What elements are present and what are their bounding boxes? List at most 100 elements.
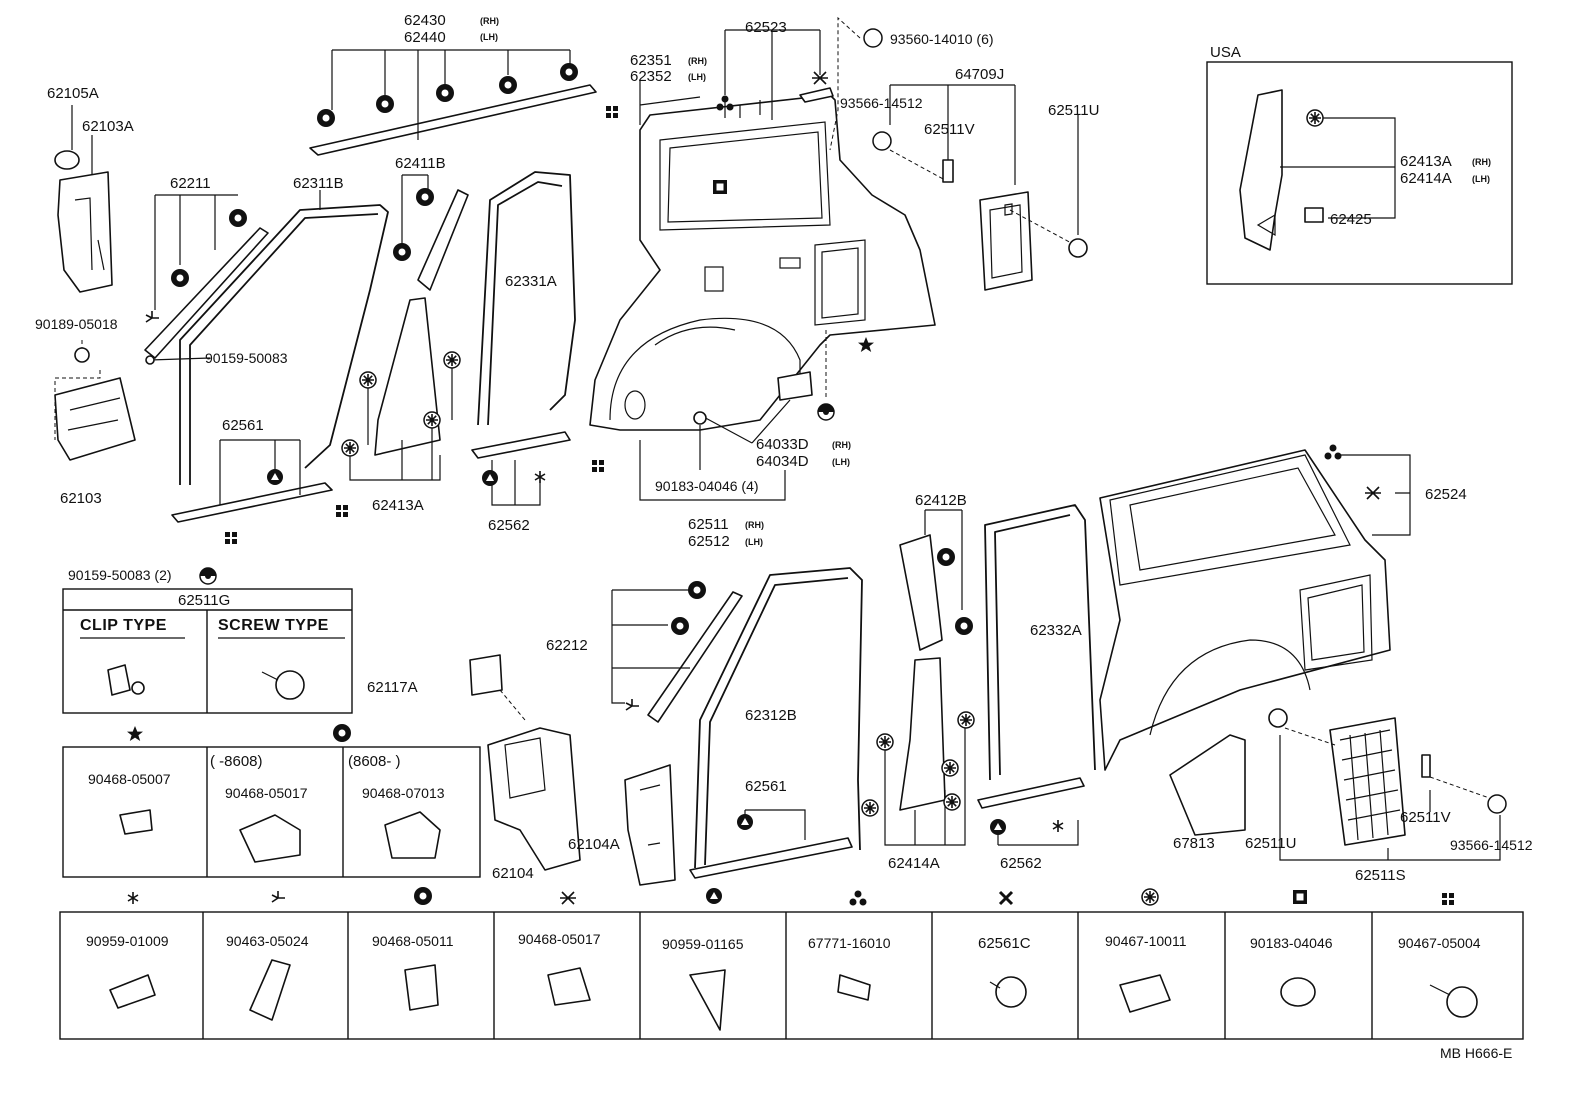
fastener-table-top [62,746,481,878]
grille-62511S [1329,717,1406,846]
label-62352: 62352 [630,68,672,85]
label-62312B: 62312B [745,707,797,724]
clip-62511U-a [1068,238,1088,258]
pillar-62413A [374,297,441,456]
fastener-bottom-1: 90959-01009 [86,933,169,949]
pillar-62414A [899,657,946,811]
label-62103: 62103 [60,490,102,507]
label-67813: 67813 [1173,835,1215,852]
clip-90189 [74,347,90,363]
fastener-top-2: 90468-05017 [225,785,308,801]
label-90159-b: 90159-50083 (2) [68,567,172,583]
label-62425: 62425 [1330,211,1372,228]
pillar-usa [1239,89,1283,251]
label-62440: 62440 [404,29,446,46]
label-62523: 62523 [745,19,787,36]
label-62511U-a: 62511U [1048,102,1099,119]
screw-type-header: SCREW TYPE [218,617,329,634]
label-90159-a: 90159-50083 [205,350,288,366]
pad-64033D [777,371,813,401]
weatherstrip-62332A [984,504,1096,781]
label-62103A: 62103A [82,118,134,135]
label-62511U-b: 62511U [1245,835,1296,852]
label-62332A: 62332A [1030,622,1082,639]
label-90189: 90189-05018 [35,316,118,332]
pillar-trim-62103A [57,171,113,293]
weatherstrip-62211 [144,227,269,359]
fastener-bottom-9: 90183-04046 [1250,935,1333,951]
label-62430: 62430 [404,12,446,29]
label-62561-a: 62561 [222,417,264,434]
label-62311B: 62311B [293,175,344,192]
label-62511: 62511 [688,516,729,533]
cap-62105A [54,150,80,170]
label-62413A-usa: 62413A [1400,153,1452,170]
label-lh-usa: (LH) [1472,174,1490,184]
usa-box [1206,61,1513,285]
label-rh-62351: (RH) [688,56,707,66]
label-62351: 62351 [630,52,672,69]
line-art [54,16,1524,1040]
label-64034D: 64034D [756,453,809,470]
label-93566-a: 93566-14512 [840,95,923,111]
scuff-62561 [171,482,333,523]
fastener-top-1: 90468-05007 [88,771,171,787]
fastener-top-range-2: (8608- ) [348,753,401,770]
labels: 62105A 62103A 62211 62311B 62411B 62430 … [35,12,1533,1061]
door-frame-62312B [694,567,863,869]
fastener-bottom-5: 90959-01165 [662,936,744,952]
fastener-bottom-10: 90467-05004 [1398,935,1481,951]
label-lh-64034D: (LH) [832,457,850,467]
label-62411B: 62411B [395,155,446,172]
label-64033D: 64033D [756,436,809,453]
fastener-bottom-7: 62561C [978,935,1031,952]
label-62562-b: 62562 [1000,855,1042,872]
label-62414A-b: 62414A [888,855,940,872]
label-62512: 62512 [688,533,730,550]
trim-62104A [624,764,676,886]
fastener-table-bottom [59,911,1524,1040]
label-62524: 62524 [1425,486,1467,503]
label-62211: 62211 [170,175,211,192]
label-62561-b: 62561 [745,778,787,795]
weatherstrip-62331A [477,171,576,426]
label-62511V-a: 62511V [924,121,975,138]
pillar-62412B [899,534,943,651]
label-90183: 90183-04046 (4) [655,478,759,494]
pillar-62411B [417,189,469,291]
label-62412B: 62412B [915,492,967,509]
fastener-bottom-4: 90468-05017 [518,931,601,947]
label-usa: USA [1210,44,1241,61]
label-62105A: 62105A [47,85,99,102]
clip-62511U-b [1268,708,1288,728]
clip-type-header: CLIP TYPE [80,617,167,634]
label-62511V-b: 62511V [1400,809,1451,826]
label-93566-b: 93566-14512 [1450,837,1533,853]
label-rh-64033D: (RH) [832,440,851,450]
scuff-62561-b [689,837,853,879]
label-rh-usa: (RH) [1472,157,1491,167]
quarter-outer [1099,449,1391,771]
label-lh-62352: (LH) [688,72,706,82]
label-62331A: 62331A [505,273,557,290]
weatherstrip-62212 [647,591,743,723]
drawing-code: MB H666-E [1440,1045,1512,1061]
fastener-bottom-8: 90467-10011 [1105,933,1187,949]
pad-67813 [1169,734,1246,836]
quarter-trim-62511 [589,94,936,431]
scuff-62562 [471,431,571,459]
moulding-62430 [309,84,597,156]
label-64709J: 64709J [955,66,1004,83]
bracket-62104 [487,727,581,871]
label-lh-62440: (LH) [480,32,498,42]
label-62511S: 62511S [1355,867,1406,884]
fastener-top-range-1: ( -8608) [210,753,263,770]
clip-table-part: 62511G [178,592,230,609]
label-62104A: 62104A [568,836,620,853]
label-rh-62511: (RH) [745,520,764,530]
label-62413A-a: 62413A [372,497,424,514]
bracket-62103 [54,377,136,461]
scuff-62562-b [977,777,1085,809]
label-62414A-usa: 62414A [1400,170,1452,187]
